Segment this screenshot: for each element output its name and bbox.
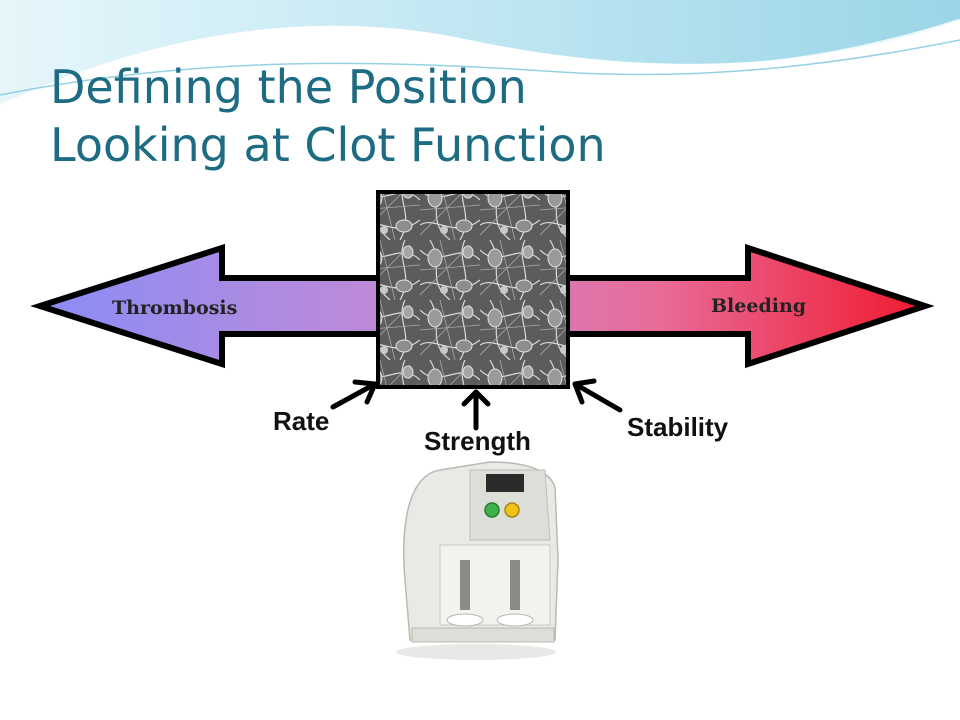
header-wave-decoration <box>0 0 960 107</box>
strength-arrow-icon <box>461 389 491 431</box>
thrombosis-label: Thrombosis <box>112 297 237 319</box>
rate-label: Rate <box>273 406 329 436</box>
rate-arrow-icon <box>330 379 378 410</box>
teg-analyzer-device-image <box>396 461 559 660</box>
title-line-2: Looking at Clot Function <box>50 118 606 172</box>
title-line-1: Defining the Position <box>50 60 527 114</box>
clot-micrograph-image <box>376 190 570 389</box>
bleeding-label: Bleeding <box>711 295 806 317</box>
slide-title: Defining the Position Looking at Clot Fu… <box>50 58 606 174</box>
strength-label: Strength <box>424 426 531 456</box>
stability-label: Stability <box>627 412 729 442</box>
stability-arrow-icon <box>572 378 623 413</box>
